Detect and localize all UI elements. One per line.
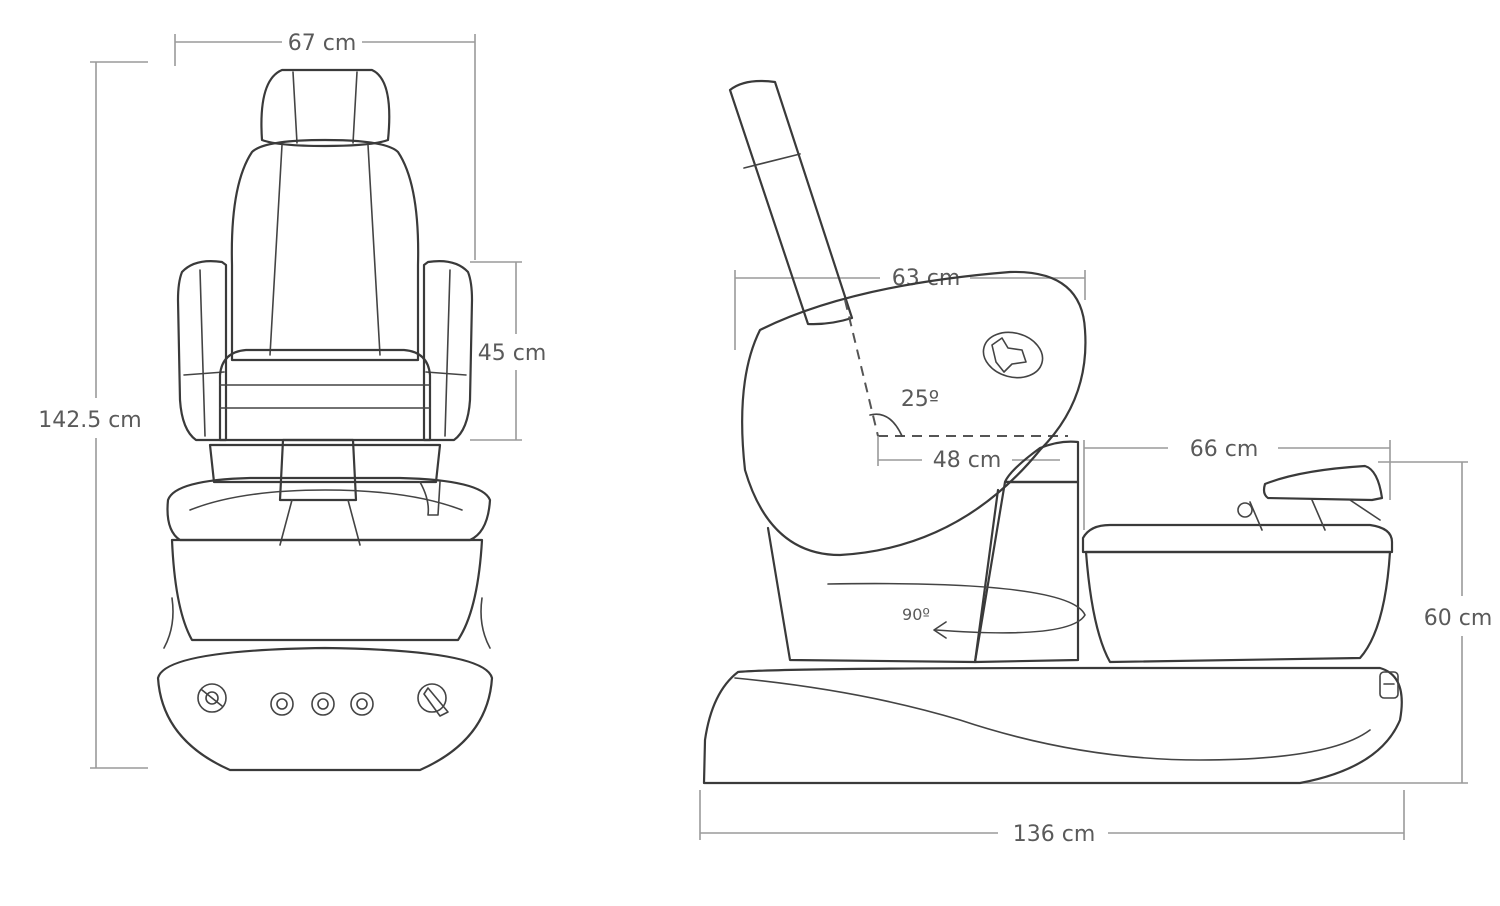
side-column: [973, 480, 1080, 664]
footrest-support: [278, 438, 358, 502]
swivel-angle-label: 90º: [902, 605, 930, 624]
dimension-front-width: 67 cm: [174, 31, 476, 260]
base: [156, 646, 494, 772]
dimension-footbath-width: 66 cm: [1083, 437, 1391, 530]
footbath-basin: [1081, 523, 1394, 554]
footbath-width-label: 66 cm: [1190, 437, 1259, 462]
side-backrest: [728, 79, 854, 326]
footbath-height-label: 60 cm: [1424, 606, 1493, 631]
armrest-height-label: 45 cm: [478, 341, 547, 366]
side-pedestal: [766, 488, 1000, 664]
basin-rim: [166, 476, 492, 542]
control-button-1-icon: [270, 692, 294, 716]
control-button-2-icon: [311, 692, 335, 716]
dimension-front-height: 142.5 cm: [38, 61, 148, 769]
front-view: 67 cm 142.5 cm 45 cm: [38, 31, 547, 772]
dimension-seat-depth: 63 cm: [734, 266, 1086, 350]
front-height-label: 142.5 cm: [38, 408, 142, 433]
seat-to-column-label: 48 cm: [933, 448, 1002, 473]
total-length-label: 136 cm: [1013, 822, 1096, 847]
right-armrest: [422, 260, 474, 442]
seat-cushion: [218, 348, 432, 442]
dimension-armrest-height: 45 cm: [470, 261, 547, 441]
left-armrest: [176, 260, 228, 442]
control-button-3-icon: [350, 692, 374, 716]
footrest: [1237, 464, 1384, 531]
swivel-arrow-icon: [827, 582, 1086, 639]
dimension-seat-to-column: 48 cm: [877, 436, 1060, 473]
basin: [170, 538, 484, 642]
backrest: [230, 138, 420, 362]
side-view: 63 cm 25º 48 cm: [699, 79, 1493, 847]
recline-angle-label: 25º: [901, 387, 939, 412]
dimension-total-length: 136 cm: [699, 790, 1405, 847]
footbath-bowl: [1084, 550, 1392, 664]
front-width-label: 67 cm: [288, 31, 357, 56]
control-right-valve-icon: [417, 683, 449, 717]
seat-column: [208, 443, 442, 484]
armrest-control-icon: [982, 331, 1044, 379]
side-seat-shell: [741, 270, 1087, 557]
headrest: [260, 68, 391, 148]
dimension-footbath-height: 60 cm: [1300, 461, 1493, 784]
side-drain-valve-icon: [1379, 671, 1399, 699]
recline-reference-vertical: [844, 299, 879, 437]
control-left-knob-icon: [197, 683, 227, 713]
side-base: [702, 666, 1403, 785]
